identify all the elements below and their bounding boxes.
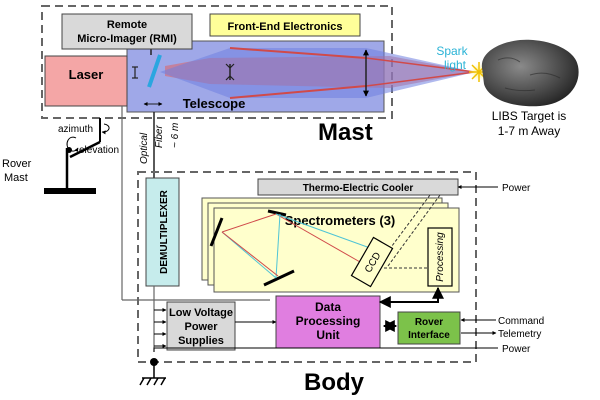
tec-label: Thermo-Electric Cooler: [303, 183, 414, 194]
power-bottom-label: Power: [502, 344, 531, 355]
demultiplexer-box: [145, 177, 180, 287]
beam-to-target-2: [365, 71, 476, 87]
optical-fiber-label-3: ~ 6 m: [170, 123, 181, 148]
secondary-mirror: [225, 63, 235, 81]
elevation-label: elevation: [79, 145, 119, 156]
rover-interface-label-2: Interface: [408, 330, 450, 341]
mast-base: [44, 188, 96, 194]
optical-fiber-label-1: Optical: [139, 132, 150, 164]
laser-lens: [132, 66, 138, 79]
spectrometer-box-front: [213, 207, 460, 293]
ray-red-1: [221, 213, 277, 233]
mast-joint: [66, 147, 72, 153]
spectrometer-slit: [209, 217, 224, 247]
power-bottom-line: [153, 347, 498, 352]
ray-red-3: [221, 231, 279, 277]
demultiplexer-label: DEMULTIPLEXER: [159, 189, 170, 273]
body-enclosure: [137, 171, 477, 363]
target-rock: [481, 39, 579, 107]
rover-interface-label-1: Rover: [415, 317, 443, 328]
spark-label-2: light: [444, 58, 467, 72]
elevation-rotation-icon: [66, 136, 79, 153]
grating: [267, 209, 287, 217]
optical-fiber-label-2: Fiber: [154, 125, 165, 148]
dichroic-mirror: [147, 54, 162, 88]
beam-line-lower: [229, 85, 367, 99]
lvps-label-1: Low Voltage: [169, 307, 233, 319]
ray-blue-3: [275, 213, 281, 279]
dpu-box: [275, 295, 381, 349]
spectrometers-label: Spectrometers (3): [285, 213, 396, 228]
tec-coupling-1: [379, 194, 431, 263]
laser-label: Laser: [69, 67, 104, 82]
spark-label-1: Spark: [436, 44, 468, 58]
rover-interface-box: [397, 311, 461, 345]
dpu-label-1: Data: [315, 300, 341, 314]
front-end-electronics-box: [209, 13, 361, 37]
lvps-box: [166, 301, 236, 351]
ground-icon: [139, 358, 166, 386]
processing-label: Processing: [435, 232, 446, 282]
lvps-label-3: Supplies: [178, 335, 224, 347]
front-end-electronics-label: Front-End Electronics: [228, 21, 343, 33]
laser-box: [44, 55, 128, 107]
telemetry-label: Telemetry: [498, 329, 541, 340]
mast-title: Mast: [318, 119, 373, 146]
rover-mast-label-2: Mast: [4, 172, 28, 184]
beam-to-target: [365, 57, 476, 73]
ccd: CCD: [350, 236, 394, 288]
command-label: Command: [498, 316, 544, 327]
mast-arm: [69, 140, 101, 159]
rmi-label-1: Remote: [107, 19, 147, 31]
azimuth-rotation-icon: [101, 123, 110, 135]
dpu-processing-link: [380, 286, 444, 303]
body-title: Body: [304, 369, 365, 396]
collimator-mirror: [263, 269, 295, 287]
lvps-label-2: Power: [184, 321, 218, 333]
target-label-1: LIBS Target is: [492, 109, 566, 123]
return-light-cone: [160, 48, 475, 98]
target-label-2: 1-7 m Away: [498, 124, 560, 138]
dpu-label-3: Unit: [316, 328, 339, 342]
rover-mast-label-1: Rover: [2, 158, 32, 170]
rock-texture: [497, 57, 561, 92]
telescope-label: Telescope: [183, 96, 246, 111]
beam-line-upper: [229, 47, 367, 59]
azimuth-label: azimuth: [58, 124, 93, 135]
dpu-label-2: Processing: [296, 314, 361, 328]
rmi-box: [61, 13, 193, 50]
processing-box: [427, 227, 453, 287]
ray-blue-2: [275, 213, 371, 249]
rmi-label-2: Micro-Imager (RMI): [77, 33, 177, 45]
power-top-label: Power: [502, 183, 531, 194]
ray-red-2: [275, 213, 361, 263]
